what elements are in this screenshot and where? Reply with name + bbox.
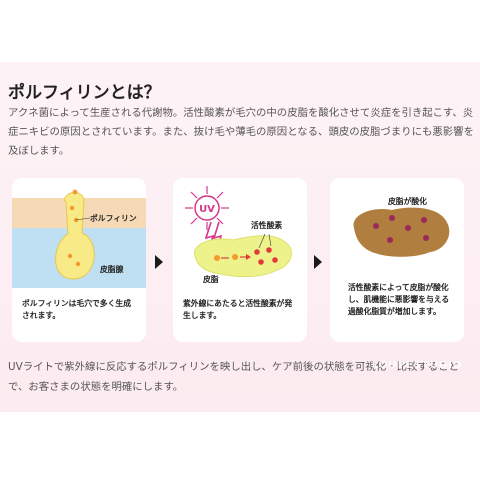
arrow-right-icon <box>314 255 322 269</box>
oxidized-label: 皮脂が酸化 <box>388 197 427 206</box>
page-title: ポルフィリンとは？ <box>8 83 161 103</box>
brand-logo: LOUPESTUDIO <box>372 360 463 371</box>
uv-illustration: UV <box>185 186 292 278</box>
arrow-right-icon <box>155 255 163 269</box>
sebaceous-gland-label: 皮脂腺 <box>100 265 124 274</box>
step-card-uv: UV 活性酸素 皮脂 紫外線にあたると活性酸素が発生します。 <box>173 178 307 342</box>
intro-text: アクネ菌によって生産される代謝物。活性酸素が毛穴の中の皮脂を酸化させて炎症を引き… <box>8 107 474 157</box>
step-card-porphyrin: ポルフィリン 皮脂腺 ポルフィリンは毛穴で多く生成されます。 <box>12 178 146 342</box>
oxidized-sebum-illustration <box>353 207 450 257</box>
step1-caption: ポルフィリンは毛穴で多く生成されます。 <box>22 299 131 320</box>
pore-illustration <box>12 178 146 288</box>
ros-label: 活性酸素 <box>251 221 283 230</box>
step3-caption: 活性酸素によって皮脂が酸化し、肌機能に悪影響を与える過酸化脂質が増加します。 <box>348 283 450 316</box>
step2-caption: 紫外線にあたると活性酸素が発生します。 <box>183 299 293 320</box>
footer-text: UVライトで紫外線に反応するポルフィリンを映し出し、ケア前後の状態を可視化・比較… <box>8 361 459 393</box>
uv-text: UV <box>199 204 215 215</box>
porphyrin-label: ポルフィリン <box>90 214 137 223</box>
step-card-oxidation: 皮脂が酸化 活性酸素によって皮脂が酸化し、肌機能に悪影響を与える過酸化脂質が増加… <box>330 178 464 342</box>
sebum-label: 皮脂 <box>203 275 219 284</box>
